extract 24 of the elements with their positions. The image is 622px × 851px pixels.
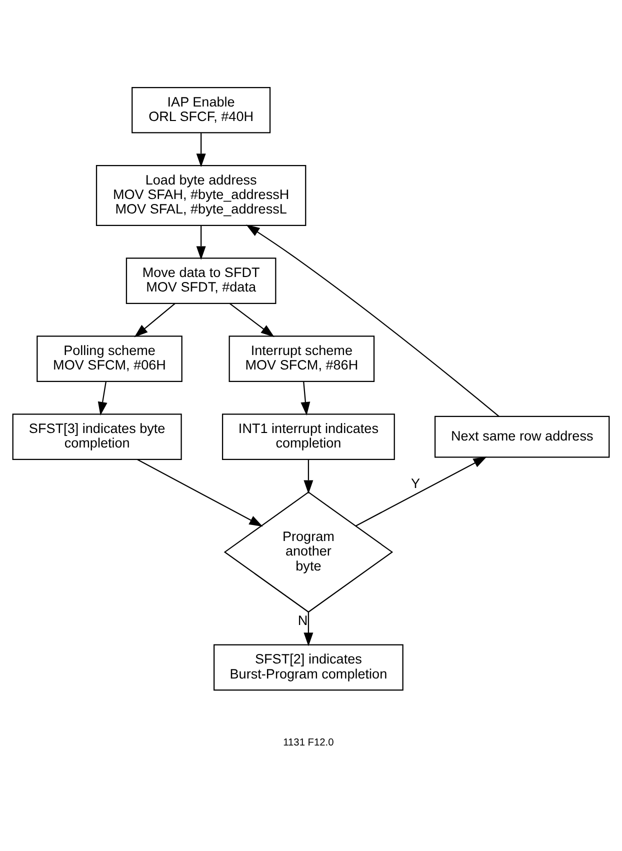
node-box: INT1 interrupt indicates completion: [222, 414, 395, 460]
arrow: [196, 133, 206, 168]
arrow: [134, 303, 176, 338]
arrow: [300, 381, 310, 416]
node-box: SFST[2] indicates Burst-Program completion: [214, 644, 404, 691]
arrow: [304, 460, 314, 494]
arrow: [356, 456, 487, 526]
arrow: [196, 226, 206, 260]
arrow: [229, 303, 274, 338]
edge-label: Y: [410, 476, 420, 491]
node-box: IAP Enable ORL SFCF, #40H: [132, 86, 271, 134]
arrow: [98, 381, 108, 416]
node-box: SFST[3] indicates byte completion: [12, 414, 182, 460]
node-box: Load byte address MOV SFAH, #byte_addressH MOV SFAL, #byte_addressL: [96, 164, 306, 226]
node-box: Polling scheme MOV SFCM, #06H: [36, 336, 182, 382]
node-box: Interrupt scheme MOV SFCM, #86H: [228, 336, 375, 382]
arrow: [304, 612, 314, 646]
node-diamond: Program another byte: [224, 492, 394, 613]
arrow: [137, 458, 263, 527]
edge-label: N: [298, 612, 308, 628]
node-box: Next same row address: [434, 416, 610, 458]
node-box: Move data to SFDT MOV SFDT, #data: [126, 258, 276, 304]
arrow: [246, 224, 500, 417]
label: 1131 F12.0: [283, 738, 334, 749]
